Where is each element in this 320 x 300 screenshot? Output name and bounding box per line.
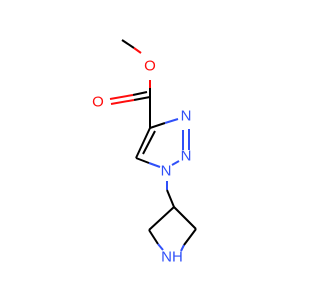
atom-n-triazole-3: N — [181, 108, 192, 125]
bond-n1-c5-c — [135, 157, 150, 164]
bond-c4-n3-c — [149, 122, 166, 129]
bond-carbonyl-double-c2 — [132, 91, 148, 96]
bond-carbonyl-double-c1 — [133, 96, 151, 101]
bond-c4-n3-n — [164, 118, 179, 124]
bond-n2-n1 — [171, 160, 180, 166]
atom-n-triazole-2: N — [181, 148, 192, 165]
bond-carbonyl-double-o1 — [110, 99, 135, 105]
bond-methyl-ether-o — [133, 47, 142, 54]
molecule-structure: O O N N N NH — [92, 39, 197, 266]
atom-o-carbonyl: O — [92, 94, 104, 111]
bond-azetidine-c3-c2 — [148, 206, 175, 231]
bond-azetidine-n-c4-n — [180, 244, 185, 252]
bond-azetidine-c2-n-n — [157, 243, 164, 251]
atom-o-ether: O — [144, 58, 156, 75]
bond-c5-c4-1 — [135, 127, 151, 159]
atom-nh-azetidine: NH — [161, 249, 183, 266]
bond-azetidine-n-c4-c — [183, 228, 197, 246]
bond-azetidine-c2-n-c — [148, 229, 159, 245]
atom-n-triazole-1: N — [161, 163, 172, 180]
bond-c5-c4-2 — [142, 130, 156, 155]
bond-n1-azetidine-c — [166, 189, 175, 208]
bond-azetidine-c4-c3 — [173, 206, 197, 230]
bond-carbonyl-double-o2 — [109, 94, 134, 100]
bond-n1-c5-n — [148, 162, 161, 168]
bond-methyl-ether-c — [121, 39, 135, 49]
